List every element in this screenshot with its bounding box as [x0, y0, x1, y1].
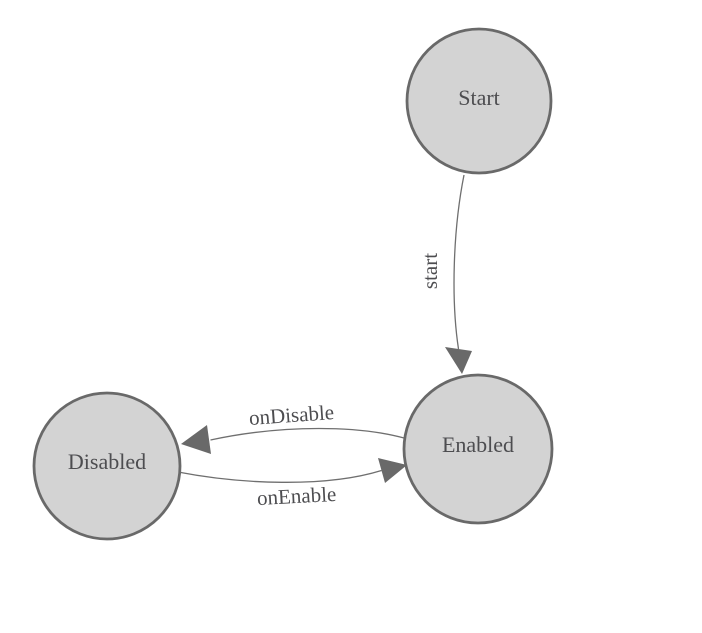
node-circle-start[interactable]: [405, 27, 553, 175]
node-label-enabled: Enabled: [442, 432, 514, 457]
edge-line-disabled-to-enabled: [177, 469, 382, 483]
arrowhead-start-to-enabled-icon: [445, 347, 472, 374]
edge-enabled-to-disabled: onDisable: [181, 400, 405, 454]
arrowhead-disabled-to-enabled-icon: [378, 458, 407, 483]
node-circle-disabled[interactable]: [32, 391, 182, 541]
edge-line-start-to-enabled: [453, 174, 465, 350]
edge-label-ondisable: onDisable: [248, 400, 335, 430]
edge-disabled-to-enabled: onEnable: [177, 458, 407, 510]
node-enabled[interactable]: Enabled: [402, 373, 554, 525]
node-label-disabled: Disabled: [68, 449, 146, 474]
node-label-start: Start: [458, 85, 500, 110]
node-circle-enabled[interactable]: [402, 373, 554, 525]
node-start[interactable]: Start: [405, 27, 553, 175]
node-disabled[interactable]: Disabled: [32, 391, 182, 541]
edge-label-start: start: [418, 253, 442, 289]
edge-line-enabled-to-disabled: [210, 427, 405, 441]
arrowhead-enabled-to-disabled-icon: [181, 425, 211, 454]
edge-label-onenable: onEnable: [256, 482, 336, 510]
edge-start-to-enabled: start: [418, 174, 472, 374]
